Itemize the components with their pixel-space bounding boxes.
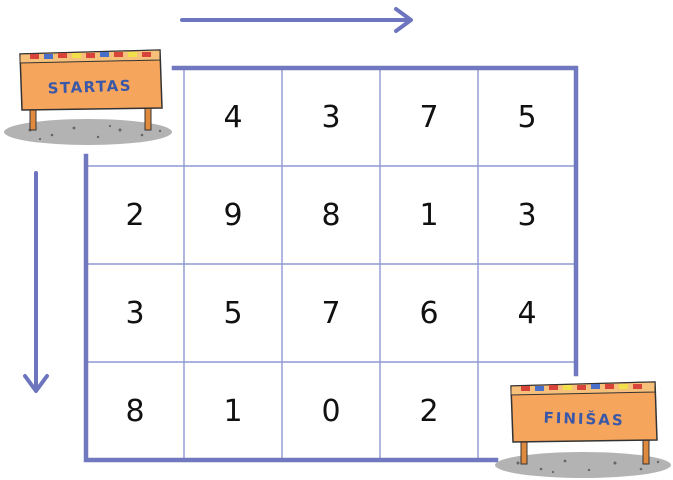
finish-label: FINIŠAS [543,408,625,430]
start-sign: STARTAS [0,40,180,190]
start-label: STARTAS [47,77,132,98]
finish-sign: FINIŠAS [493,370,673,480]
